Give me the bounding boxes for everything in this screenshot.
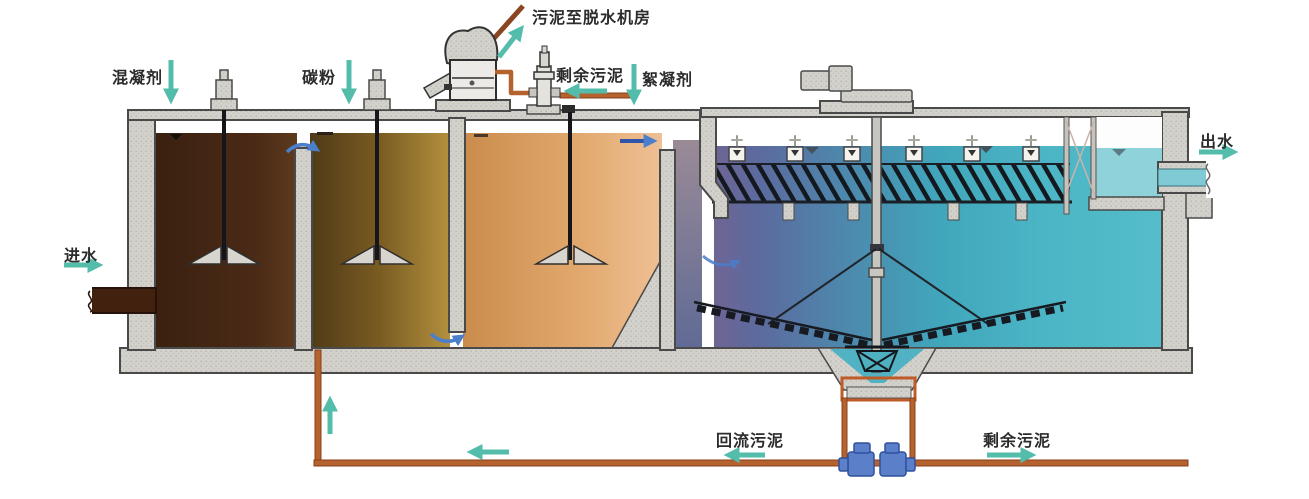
collector-unit: [843, 135, 861, 162]
label-effluent: 出水: [1200, 134, 1235, 151]
label-influent: 进水: [64, 248, 99, 265]
collector-unit: [786, 135, 804, 162]
process-arrows: [64, 24, 1239, 464]
outlet-pipe-support: [1185, 189, 1213, 219]
flow-over-baffle-arrow-icon: [285, 139, 321, 154]
clarifier-top-walkway: [700, 107, 1190, 118]
drive-motor: [800, 70, 831, 91]
outlet-chamber-water: [1095, 148, 1162, 197]
concrete-structure: [119, 107, 1213, 374]
sludge-scraper: [693, 116, 1067, 373]
mixer-1: [186, 69, 262, 265]
wall-tank2-tank3: [448, 117, 466, 333]
label-carbon-powder: 碳粉: [302, 70, 337, 87]
collector-unit: [905, 135, 923, 162]
bottom-sludge-main: [313, 459, 1189, 467]
label-flocculant: 絮凝剂: [642, 72, 694, 89]
inlet-pipe: [80, 283, 157, 317]
dewatering-hopper: [444, 26, 499, 65]
carbon-mixing-tank-water: [310, 133, 450, 350]
return-sludge-riser: [314, 349, 322, 463]
clarifier-inflow-arrow-icon: [702, 254, 741, 270]
tank-floor: [119, 347, 1193, 374]
collector-unit: [963, 135, 981, 162]
dewatering-direction-arrow-icon: [497, 24, 524, 59]
mixer-2: [339, 69, 415, 265]
baffle-flocculation-outlet: [659, 149, 676, 351]
label-excess-sludge-bottom: 剩余污泥: [983, 433, 1052, 450]
sludge-pump-device: [526, 45, 633, 115]
collector-unit: [1022, 135, 1040, 162]
label-sludge-to-dewatering: 污泥至脱水机房: [532, 10, 652, 27]
sludge-discharge-box: [840, 376, 917, 402]
sludge-piping: [313, 349, 1189, 467]
dewatering-unit: [422, 4, 536, 112]
right-outer-wall: [1161, 111, 1189, 351]
label-coagulant: 混凝剂: [112, 70, 164, 87]
clarifier-drive: [800, 65, 914, 114]
flocculation-tank-water: [463, 133, 662, 350]
flow-direction-arrows: [285, 134, 741, 347]
transition-channel-water: [673, 140, 702, 350]
sludge-pumps: [838, 442, 916, 477]
mixing-tanks-cover: [127, 109, 711, 121]
clarifier-inlet-baffle: [699, 111, 729, 219]
outlet-chamber: [1063, 116, 1165, 215]
label-return-sludge: 回流污泥: [716, 433, 785, 450]
label-excess-sludge-top: 剩余污泥: [556, 68, 625, 85]
outlet-pipe: [1157, 156, 1224, 198]
surface-collectors: [728, 135, 1040, 162]
sludge-feed-pipe: [495, 69, 536, 96]
mixer-3: [533, 105, 609, 265]
lamella-plates: [712, 163, 1072, 221]
flow-under-wall-arrow-icon: [429, 332, 466, 347]
collector-unit: [728, 135, 746, 162]
baffle-tank1-tank2: [294, 147, 313, 351]
